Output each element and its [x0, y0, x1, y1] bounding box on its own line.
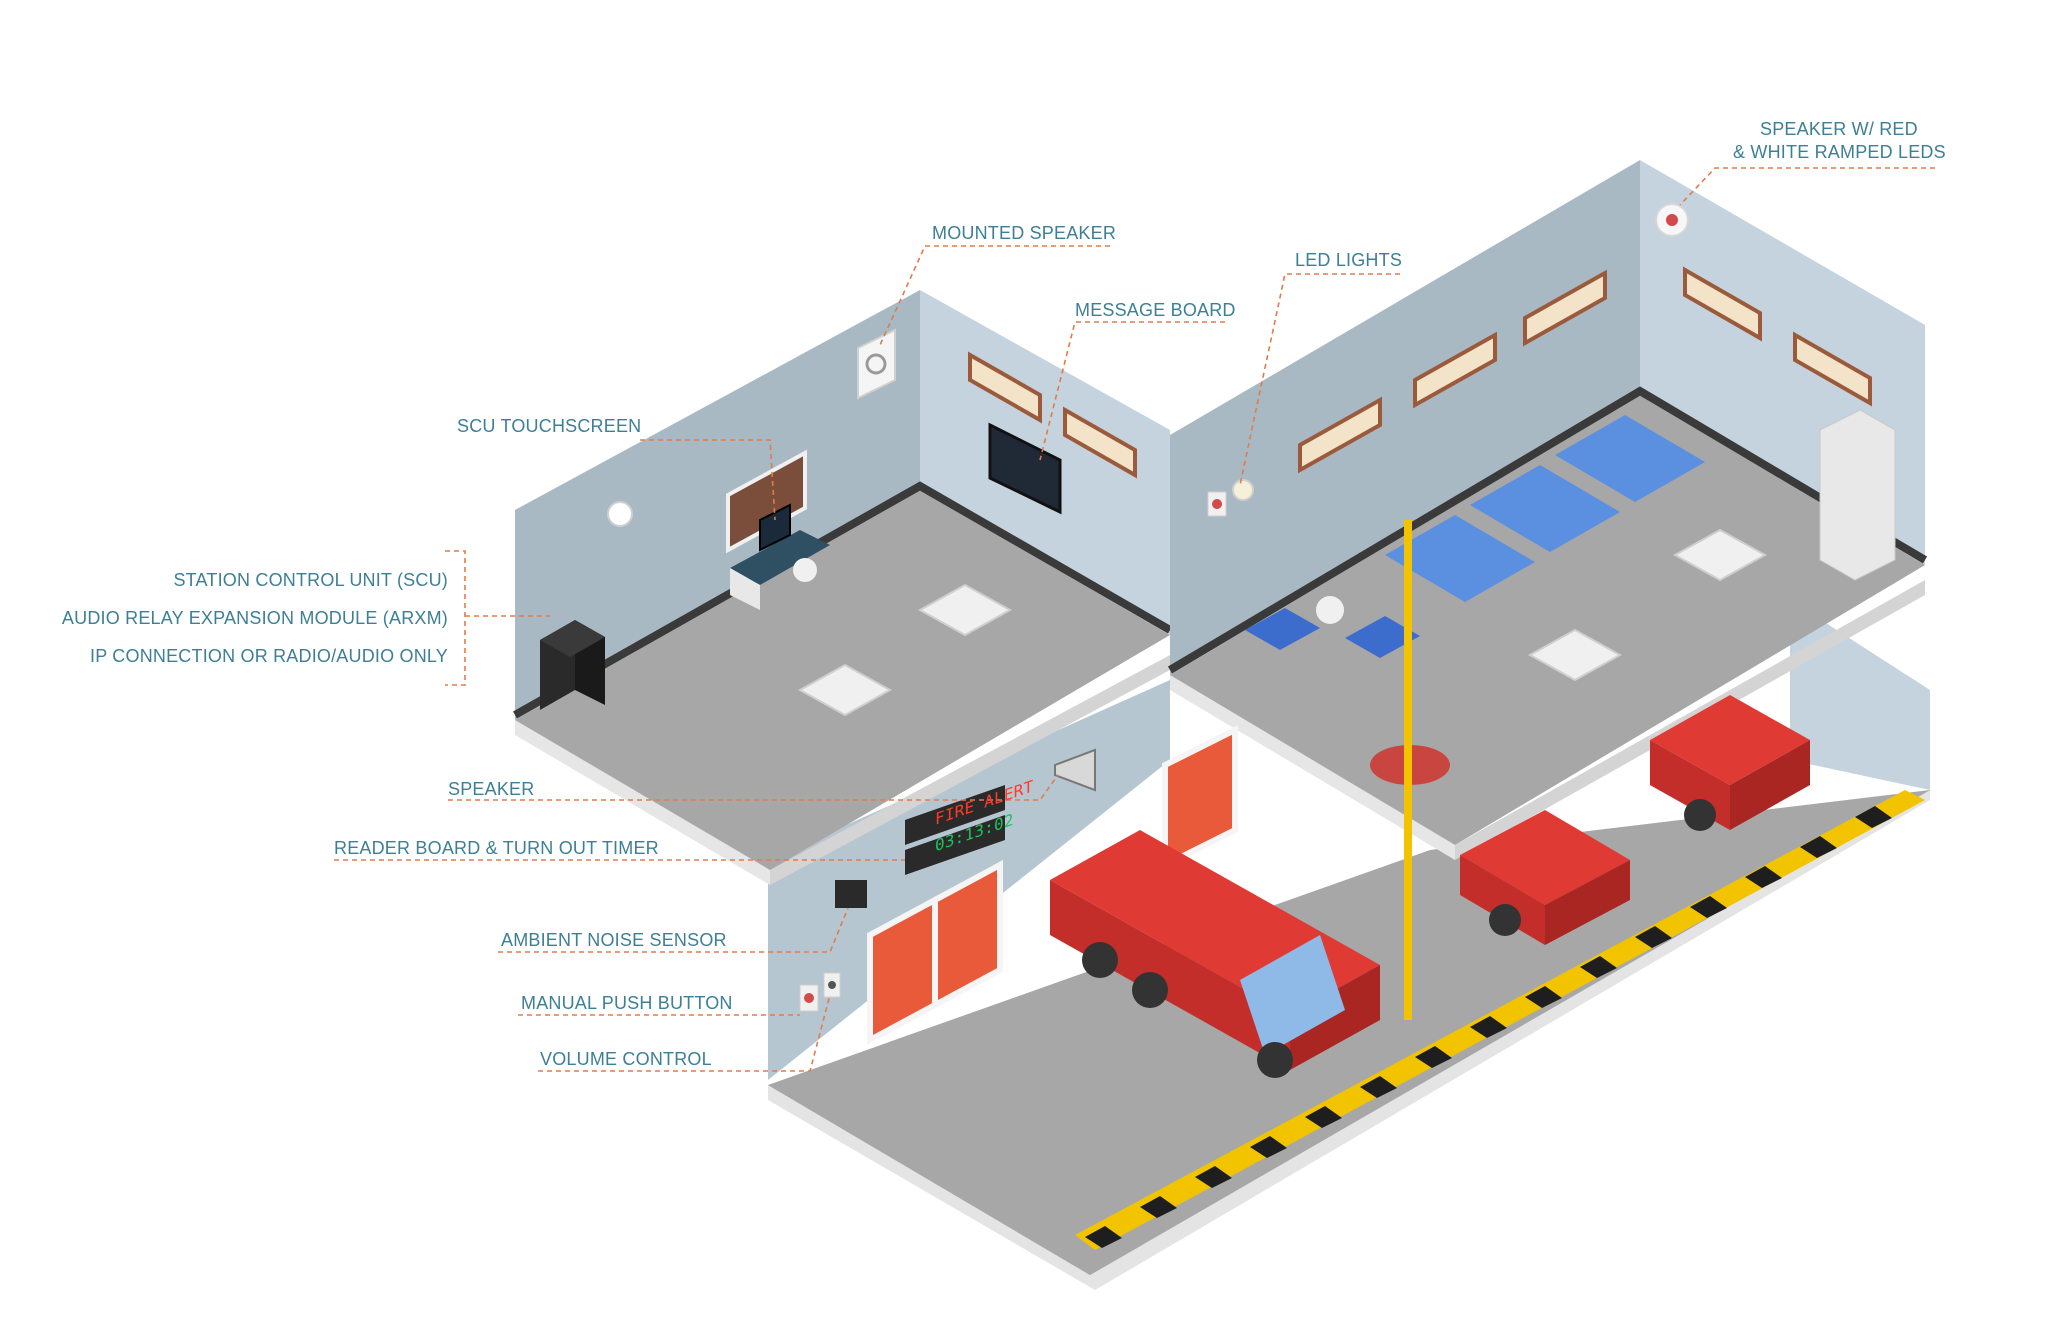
label-audio-relay-module: AUDIO RELAY EXPANSION MODULE (ARXM) [61, 608, 448, 628]
office-chair [793, 558, 817, 582]
label-message-board: MESSAGE BOARD [1075, 300, 1236, 320]
cork-board [726, 449, 807, 554]
fire-truck-front [1050, 830, 1380, 1078]
leader-ambient-sensor [498, 907, 849, 953]
turnout-timer-icon [905, 815, 1005, 875]
dorm-window-4 [1683, 266, 1762, 342]
side-table [1316, 596, 1344, 624]
scu-rack-top [540, 620, 605, 657]
ambient-noise-sensor-icon [835, 880, 867, 908]
dorm-table-2 [1527, 628, 1623, 682]
dorm-window-5 [1793, 331, 1872, 407]
fire-truck-middle [1460, 810, 1630, 945]
label-volume-control: VOLUME CONTROL [540, 1049, 712, 1069]
label-mounted-speaker: MOUNTED SPEAKER [932, 223, 1117, 243]
scu-desk-front [730, 568, 760, 610]
leader-volume-control [538, 994, 831, 1072]
bed-3 [1555, 415, 1705, 502]
scu-desk [730, 530, 830, 585]
label-ip-connection: IP CONNECTION OR RADIO/AUDIO ONLY [90, 646, 448, 666]
message-board-icon [988, 422, 1062, 515]
bay-equipment [799, 725, 1238, 1046]
dorm-window-2 [1413, 331, 1497, 409]
leader-mounted-speaker [879, 245, 1110, 346]
label-led-lights: LED LIGHTS [1295, 250, 1403, 270]
leader-lines [334, 167, 1935, 1072]
locker-right [932, 859, 1003, 1011]
dorm-floor [1170, 395, 1925, 845]
leader-speaker [448, 774, 1059, 801]
leader-scu-bracket [445, 550, 466, 686]
dorm-slab-front [1170, 675, 1455, 860]
bed-2 [1470, 465, 1620, 552]
dorm-left-wall [1170, 160, 1640, 675]
office-window-2 [1063, 406, 1137, 479]
scu-touchscreen-icon [759, 503, 791, 552]
label-speaker-red-white-1: SPEAKER W/ RED [1760, 119, 1918, 139]
label-manual-push-button: MANUAL PUSH BUTTON [521, 993, 733, 1013]
label-scu-touchscreen: SCU TOUCHSCREEN [457, 416, 642, 436]
bookshelf [1819, 409, 1896, 581]
dorm-table-1 [1672, 528, 1768, 582]
label-station-control-unit: STATION CONTROL UNIT (SCU) [173, 570, 448, 590]
office-slab-front [515, 720, 770, 885]
office-slab-right [770, 655, 1170, 885]
dorm-window-1 [1298, 396, 1382, 474]
office-window-1 [968, 351, 1042, 424]
fire-trucks [1050, 695, 1810, 1078]
office-room [513, 290, 1172, 885]
leader-speaker-red-white [1679, 167, 1935, 206]
bed-1 [1385, 515, 1535, 602]
fire-pole [1404, 520, 1412, 1020]
leader-led-lights [1239, 273, 1400, 486]
label-speaker: SPEAKER [448, 779, 535, 799]
leader-message-board [1039, 321, 1225, 461]
led-light-icon [1232, 479, 1254, 501]
armchair-2 [1345, 616, 1420, 658]
locker-back [1162, 725, 1238, 870]
clock-icon [607, 501, 633, 527]
horn-speaker-icon [1054, 748, 1096, 792]
armchair-1 [1245, 608, 1320, 650]
office-baseboard [513, 481, 1172, 719]
fire-truck-back [1650, 695, 1810, 831]
dorm-window-3 [1523, 269, 1607, 347]
label-speaker-red-white-2: & WHITE RAMPED LEDS [1733, 142, 1946, 162]
office-left-wall [515, 290, 920, 720]
leader-scu-touchscreen [640, 439, 776, 521]
label-ambient-noise-sensor: AMBIENT NOISE SENSOR [501, 930, 727, 950]
dining-table-2 [797, 663, 893, 717]
label-reader-board-timer: READER BOARD & TURN OUT TIMER [334, 838, 659, 858]
dining-table-1 [917, 583, 1013, 637]
hazard-stripe-dashes [1085, 806, 1892, 1248]
mounted-speaker-icon [857, 328, 896, 400]
